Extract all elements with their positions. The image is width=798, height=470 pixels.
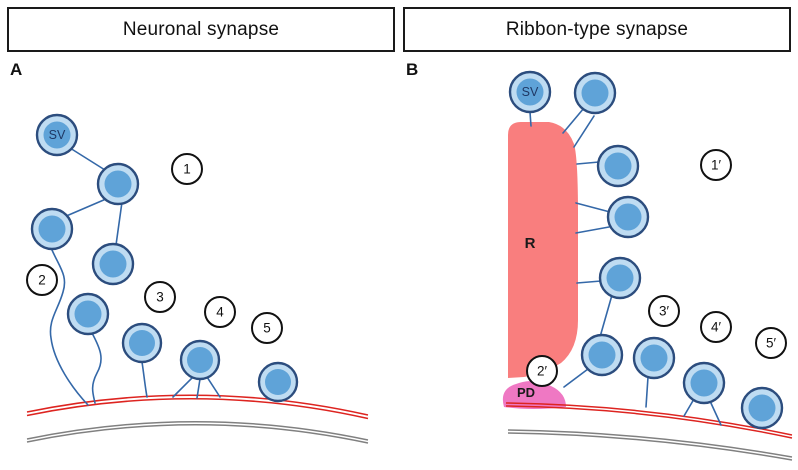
badge-3prime: 3′ [648,295,680,327]
ribbon-shape [508,122,578,378]
svg-text:2′: 2′ [537,364,548,379]
vesicle [30,207,74,251]
svg-text:1: 1 [183,162,191,177]
right-intracellular-membrane [507,429,793,461]
vesicle [121,322,163,364]
sv-label-right: SV [522,85,539,99]
vesicle [606,195,650,239]
left-panel-drawing: SV 1 2 3 4 5 [26,113,369,444]
vesicle [682,361,726,405]
badge-5: 5 [251,312,283,344]
badge-5prime: 5′ [755,327,787,359]
badge-3: 3 [144,281,176,313]
vesicle-docked [257,361,299,403]
left-panel-letter: A [10,60,23,79]
svg-text:5′: 5′ [766,336,777,351]
vesicle [598,256,642,300]
badge-4prime: 4′ [700,311,732,343]
svg-text:4: 4 [216,305,224,320]
right-panel-drawing: SV R PD 1′ 2′ 3′ 4′ 5′ [502,70,793,461]
ribbon-label: R [525,235,536,252]
svg-text:3′: 3′ [659,304,670,319]
vesicle [96,162,140,206]
right-panel-letter: B [406,60,419,79]
svg-text:4′: 4′ [711,320,722,335]
right-tether-filaments [529,107,722,426]
left-panel-header: Neuronal synapse [7,7,395,52]
presynaptic-density-shape [502,380,566,409]
right-panel-title: Ribbon-type synapse [505,18,689,40]
vesicle [580,333,624,377]
vesicle [66,292,110,336]
svg-text:2: 2 [38,273,46,288]
vesicle [596,144,640,188]
badge-2prime: 2′ [526,355,558,387]
left-panel-title: Neuronal synapse [122,18,280,40]
left-tether-filaments [49,147,221,406]
badge-2: 2 [26,264,58,296]
left-intracellular-membrane [26,421,369,444]
left-plasma-membrane [26,394,369,420]
badge-1prime: 1′ [700,149,732,181]
vesicle [91,242,135,286]
right-panel-header: Ribbon-type synapse [403,7,791,52]
sv-vesicle-right [508,70,552,114]
vesicle [179,339,221,381]
vesicle-docked [740,386,784,430]
vesicle [573,71,617,115]
svg-text:5: 5 [263,321,271,336]
badge-1: 1 [171,153,203,185]
sv-label-left: SV [49,128,66,142]
vesicle [632,336,676,380]
presynaptic-density-label: PD [517,385,535,400]
badge-4: 4 [204,296,236,328]
svg-text:3: 3 [156,290,164,305]
svg-text:1′: 1′ [711,158,722,173]
sv-vesicle-left [35,113,79,157]
